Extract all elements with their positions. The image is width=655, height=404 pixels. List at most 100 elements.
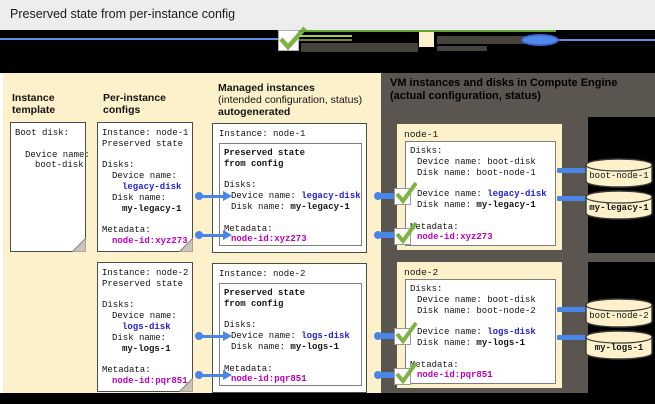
device-name-value: legacy-disk <box>122 181 182 192</box>
disk-connector-line <box>557 168 586 173</box>
disks-label: Disks: <box>410 284 443 294</box>
metadata-value: node-id:xyz273 <box>231 234 307 245</box>
disks-label: Disks: <box>102 300 135 311</box>
disk-name-label: Disk name: <box>112 332 167 343</box>
legend-text-block <box>437 36 553 44</box>
device-name-value: legacy-disk <box>487 189 547 200</box>
disk-name-label: Disk name: <box>231 201 291 212</box>
vm-panel-title: VM instances and disks in Compute Engine… <box>390 77 642 103</box>
preserved-state-title: Preserved state <box>224 148 306 158</box>
metadata-label: Metadata: <box>102 225 151 236</box>
connector-line <box>201 335 223 338</box>
preserved-state-title2: from config <box>224 298 284 309</box>
device-name-value: legacy-disk <box>301 191 361 202</box>
connector-dot <box>195 371 203 379</box>
managed-instance-card-node-2: Instance: node-2 Preserved state from co… <box>212 263 367 393</box>
disk-label: my-legacy-1 <box>589 203 649 213</box>
instance-line: Instance: node-2 <box>219 269 306 279</box>
disk-cylinder-my-legacy-1: my-legacy-1 <box>584 189 654 221</box>
vm-panel-title-line1: VM instances and disks in Compute Engine <box>390 77 618 89</box>
persistent-disk-icon <box>521 34 559 46</box>
metadata-value: node-id:pqr851 <box>112 375 188 386</box>
disk-name-value: my-legacy-1 <box>290 201 350 212</box>
bottom-bar <box>0 393 655 404</box>
device-name-value: logs-disk <box>122 321 171 332</box>
metadata-label: Metadata: <box>224 223 273 234</box>
connector-dot <box>374 371 382 379</box>
connector-thick-line <box>380 193 396 199</box>
disk-name-label: Disk name: <box>417 199 477 210</box>
connector-dot <box>195 332 203 340</box>
vm-node-box-node-2: node-2 Disks: Device name: boot-disk Dis… <box>397 262 562 388</box>
column-header-managed-instances: Managed instances (intended configuratio… <box>218 82 380 118</box>
blue-line-icon <box>0 38 278 40</box>
managed-header-line2: (intended configuration, status) <box>218 94 363 106</box>
disk-label: my-logs-1 <box>594 343 644 353</box>
node-name: node-2 <box>404 267 439 278</box>
device-name-value: boot-disk <box>35 160 84 171</box>
applied-check-icon <box>278 26 307 51</box>
connector-dot <box>195 231 203 239</box>
legend-text-block <box>437 46 487 51</box>
metadata-value: node-id:pqr851 <box>231 374 307 385</box>
disks-label: Disks: <box>224 180 257 191</box>
blue-line-icon <box>559 39 655 41</box>
disk-connector-line <box>557 307 586 312</box>
legend-bar <box>0 26 655 73</box>
device-name-label: Device name: <box>231 331 302 342</box>
preserved-state-swatch-icon <box>419 32 434 47</box>
instance-line: Instance: node-1 <box>219 129 306 139</box>
preserved-state-box: Preserved state from config Disks: Devic… <box>219 283 362 386</box>
boot-disk-label: Boot disk: <box>15 128 70 138</box>
green-arrow-icon <box>299 30 556 32</box>
metadata-value: node-id:pqr851 <box>417 370 493 381</box>
disk-name-label: Disk name: <box>112 192 167 203</box>
device-name-label: Device name: <box>417 327 488 338</box>
disks-label: Disks: <box>224 320 257 331</box>
connector-arrow-icon <box>223 230 232 240</box>
metadata-value: node-id:xyz273 <box>417 232 493 243</box>
disk-name-value: my-logs-1 <box>476 337 526 348</box>
folded-corner-icon <box>179 378 193 392</box>
column-header-instance-template: Instance template <box>12 92 56 116</box>
disk-label: boot-node-1 <box>589 171 649 181</box>
disks-label: Disks: <box>410 146 443 156</box>
disk-name-value: my-logs-1 <box>290 341 340 352</box>
disk-connector-line <box>557 335 586 340</box>
preserved-state-line: Preserved state <box>102 278 184 289</box>
preserved-state-box: Preserved state from config Disks: Devic… <box>219 143 362 246</box>
metadata-value: node-id:xyz273 <box>112 235 188 246</box>
boot-device-line: Device name: boot-disk <box>417 294 536 305</box>
disk-cylinder-my-logs-1: my-logs-1 <box>584 329 654 361</box>
disks-label: Disks: <box>102 160 135 171</box>
disk-name-value: my-logs-1 <box>122 343 171 354</box>
connector-arrow-icon <box>223 191 232 201</box>
per-instance-config-card-node-2: Instance: node-2 Preserved state Disks: … <box>97 262 193 392</box>
connector-thick-line <box>380 372 396 378</box>
managed-instance-card-node-1: Instance: node-1 Preserved state from co… <box>212 123 367 253</box>
node-name: node-1 <box>404 129 439 140</box>
connector-dot <box>374 192 382 200</box>
vm-panel-title-line2: (actual configuration, status) <box>390 90 541 102</box>
metadata-label: Metadata: <box>410 221 459 232</box>
applied-check-icon <box>394 181 418 205</box>
preserved-state-title: Preserved state <box>224 288 306 298</box>
device-name-label: Device name: <box>112 171 177 182</box>
connector-dot <box>195 192 203 200</box>
metadata-label: Metadata: <box>410 359 459 370</box>
device-name-label: Device name: <box>231 191 302 202</box>
disk-cylinder-boot-node-2: boot-node-2 <box>584 297 654 329</box>
metadata-label: Metadata: <box>102 365 151 376</box>
disk-name-label: Disk name: <box>231 341 291 352</box>
boot-device-line: Device name: boot-disk <box>417 156 536 167</box>
preserved-state-title2: from config <box>224 158 284 169</box>
managed-header-line1: Managed instances <box>218 82 315 94</box>
page-title: Preserved state from per-instance config <box>10 7 236 21</box>
device-name-label: Device name: <box>112 311 177 322</box>
connector-thick-line <box>380 232 396 238</box>
column-header-per-instance-configs: Per-instance configs <box>103 92 167 116</box>
disk-label: boot-node-2 <box>589 311 649 321</box>
folded-corner-icon <box>179 238 193 252</box>
metadata-label: Metadata: <box>224 363 273 374</box>
